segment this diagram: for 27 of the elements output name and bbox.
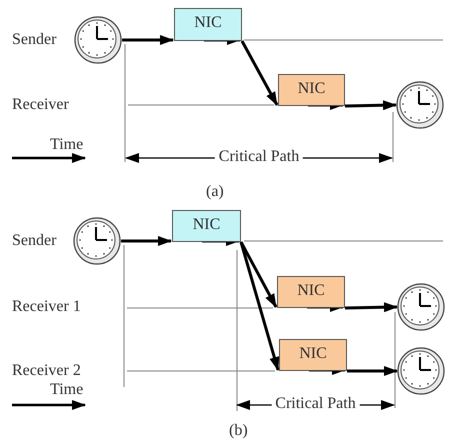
lane-label: Sender — [12, 232, 56, 250]
arrow — [121, 236, 172, 246]
clock-icon — [72, 216, 122, 266]
lane-label: Sender — [12, 31, 56, 49]
arrow — [240, 40, 278, 106]
lane-label: Time — [50, 381, 84, 399]
arrow — [240, 241, 278, 308]
panel-label: (b) — [229, 422, 248, 440]
arrow — [240, 242, 280, 371]
arrow — [347, 366, 398, 376]
arrow — [344, 100, 397, 110]
panel-label: (a) — [206, 183, 224, 201]
arrow — [344, 302, 398, 312]
process-box: NIC — [279, 339, 347, 371]
arrow — [122, 35, 174, 45]
process-box: NIC — [278, 74, 345, 106]
lane-label: Receiver — [12, 96, 69, 114]
process-box: NIC — [174, 8, 242, 41]
process-box: NIC — [172, 210, 241, 242]
process-box: NIC — [277, 276, 345, 308]
lane-label: Receiver 2 — [12, 362, 81, 380]
lane-label: Receiver 1 — [12, 298, 81, 316]
clock-icon — [73, 15, 123, 65]
clock-icon — [396, 346, 446, 396]
clock-icon — [395, 80, 445, 130]
lane-label: Time — [50, 136, 84, 154]
clock-icon — [396, 282, 446, 332]
